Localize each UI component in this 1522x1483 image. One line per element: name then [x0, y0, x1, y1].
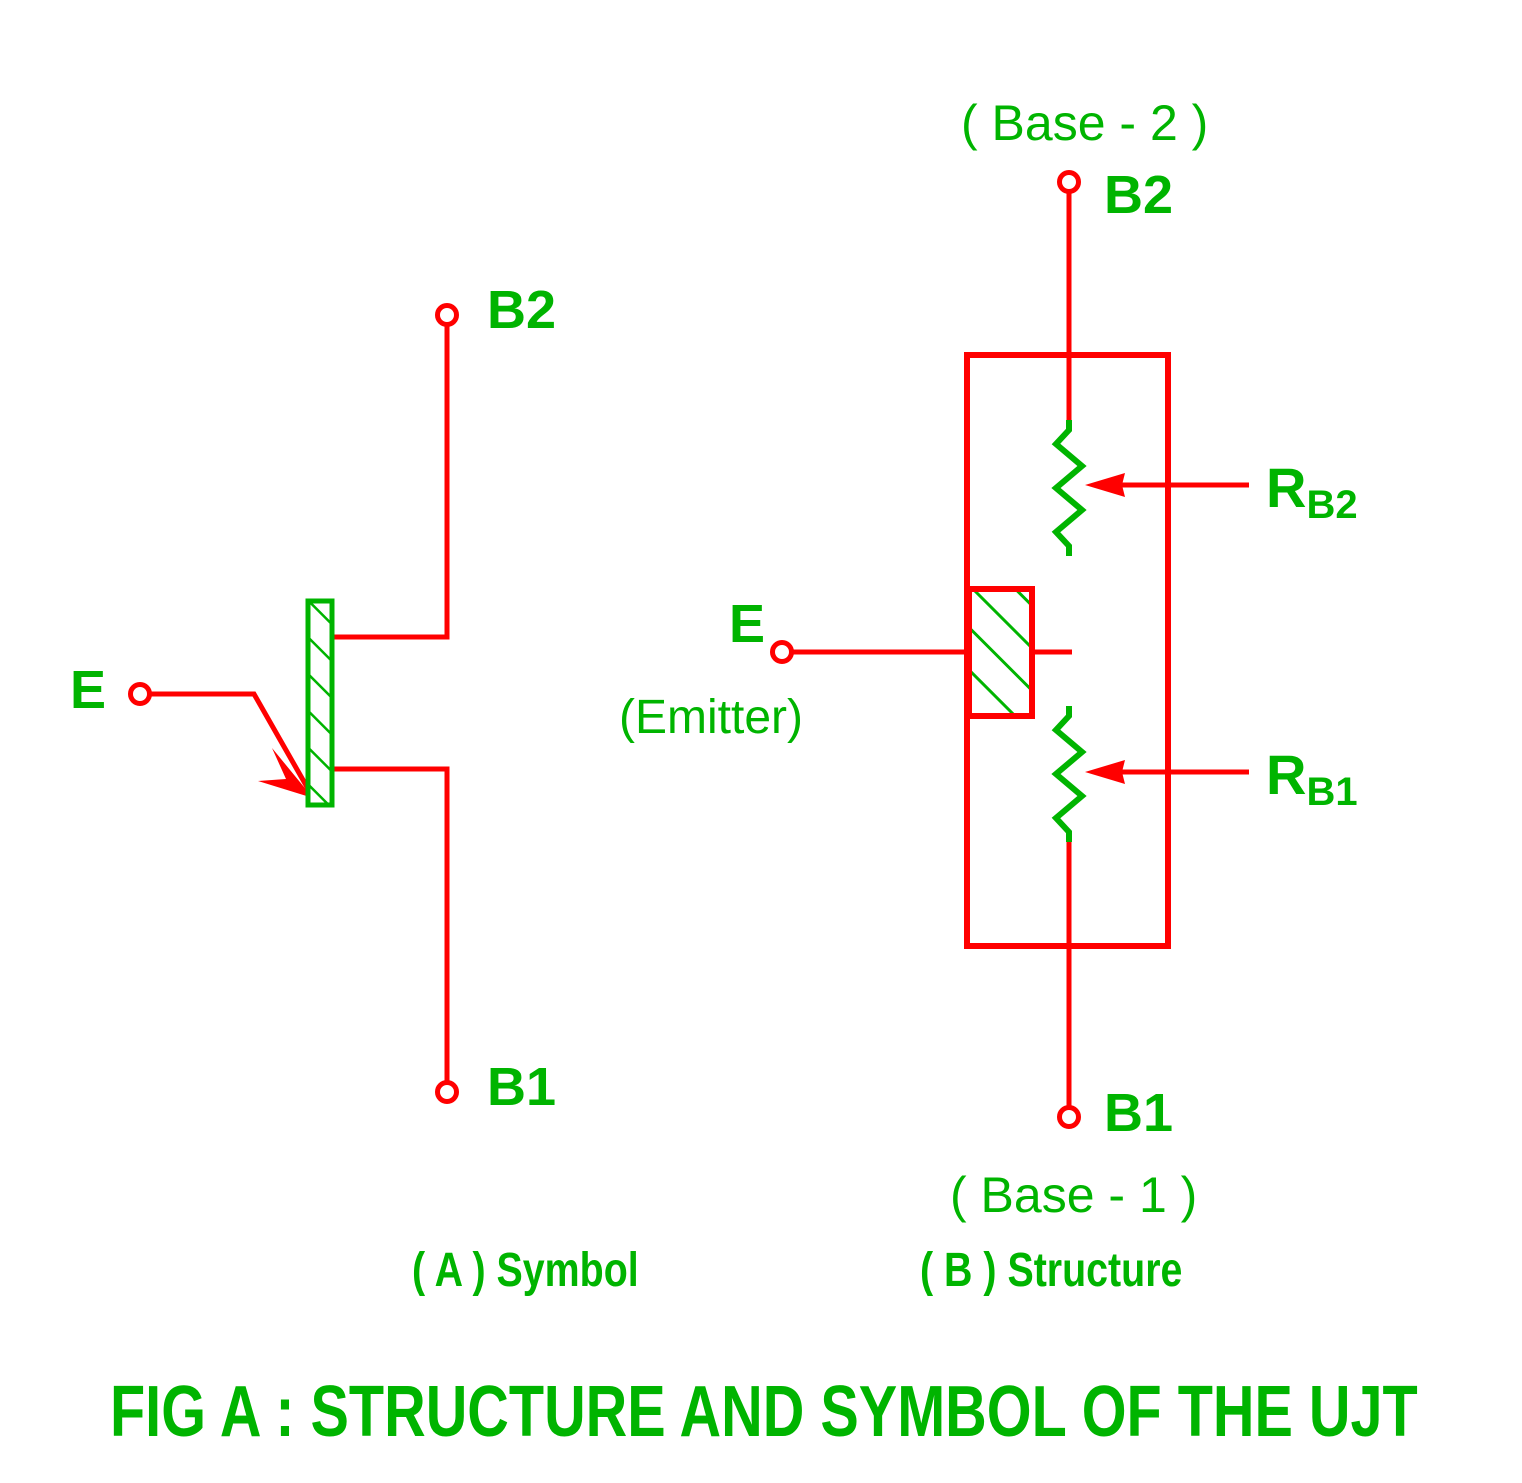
- structure-base1-note: ( Base - 1 ): [950, 1167, 1198, 1223]
- structure-rb1-label-base: R: [1266, 743, 1307, 806]
- structure-rb2-label-base: R: [1266, 456, 1307, 519]
- panel-a-caption: ( A ) Symbol: [412, 1244, 639, 1297]
- symbol-emitter-arrowhead: [258, 748, 313, 798]
- structure-rb2-label: RB2: [1266, 460, 1358, 528]
- structure-b1-terminal: [1057, 1105, 1081, 1129]
- symbol-b2-label: B2: [487, 280, 557, 340]
- structure-rb1-label-sub: B1: [1306, 770, 1358, 815]
- structure-emitter-terminal: [770, 640, 794, 664]
- symbol-b2-terminal: [435, 303, 459, 327]
- panel-a-symbol: [128, 303, 459, 1104]
- structure-b2-label: B2: [1104, 165, 1174, 225]
- symbol-silicon-bar: [305, 598, 335, 808]
- figure-title: FIG A : STRUCTURE AND SYMBOL OF THE UJT: [110, 1372, 1418, 1452]
- structure-emitter-label: E: [729, 594, 766, 654]
- structure-rb1-resistor: [1051, 706, 1087, 842]
- structure-rb2-label-sub: B2: [1306, 483, 1358, 528]
- structure-rb1-label: RB1: [1266, 747, 1358, 815]
- structure-b2-terminal: [1057, 170, 1081, 194]
- symbol-b2-wire: [331, 325, 450, 640]
- structure-emitter-note: (Emitter): [619, 691, 803, 744]
- panel-b-structure: [770, 170, 1249, 1129]
- structure-b1-label: B1: [1104, 1083, 1174, 1143]
- symbol-emitter-wire: [150, 691, 314, 796]
- symbol-b1-wire: [331, 766, 450, 1082]
- symbol-emitter-label: E: [70, 660, 107, 720]
- symbol-b1-terminal: [435, 1080, 459, 1104]
- structure-rb2-resistor: [1051, 420, 1087, 556]
- structure-base2-note: ( Base - 2 ): [961, 95, 1209, 151]
- structure-rb1-pointer: [1085, 760, 1249, 784]
- symbol-emitter-terminal: [128, 682, 152, 706]
- panel-b-caption: ( B ) Structure: [920, 1244, 1183, 1297]
- structure-rb2-pointer: [1085, 473, 1249, 497]
- symbol-b1-label: B1: [487, 1057, 557, 1117]
